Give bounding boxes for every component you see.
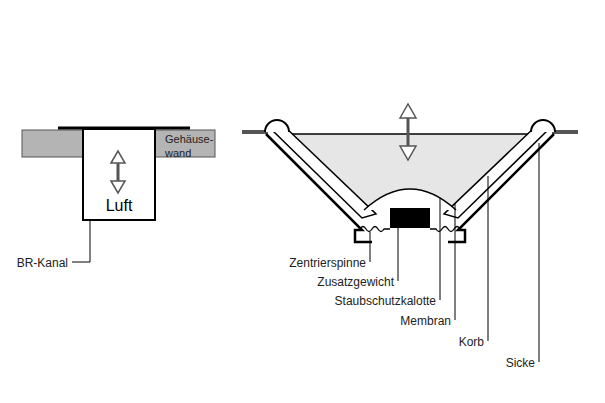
surround (531, 120, 555, 132)
added-mass (390, 208, 430, 228)
double-arrow (400, 104, 416, 160)
spider (360, 227, 390, 232)
surround (265, 120, 289, 132)
port-box: Luft (82, 128, 156, 221)
part-label: Korb (459, 335, 484, 349)
leader-line (72, 220, 90, 262)
membrane (270, 126, 376, 218)
basket (448, 134, 554, 242)
basket (266, 134, 372, 242)
leader-lines (370, 143, 539, 362)
dust-cap (364, 189, 456, 210)
node-text: Luft (84, 197, 154, 215)
part-label: BR-Kanal (17, 256, 68, 270)
port-fill (83, 129, 155, 220)
membrane (444, 126, 550, 218)
part-label: Zusatzgewicht (317, 275, 394, 289)
wall-label: Gehäuse- wand (165, 132, 215, 160)
part-label: Membran (400, 314, 451, 328)
double-arrow (111, 151, 125, 193)
part-label: Sicke (506, 356, 535, 370)
part-label: Staubschutzkalotte (335, 294, 436, 308)
part-label: Zentrierspinne (289, 256, 366, 270)
